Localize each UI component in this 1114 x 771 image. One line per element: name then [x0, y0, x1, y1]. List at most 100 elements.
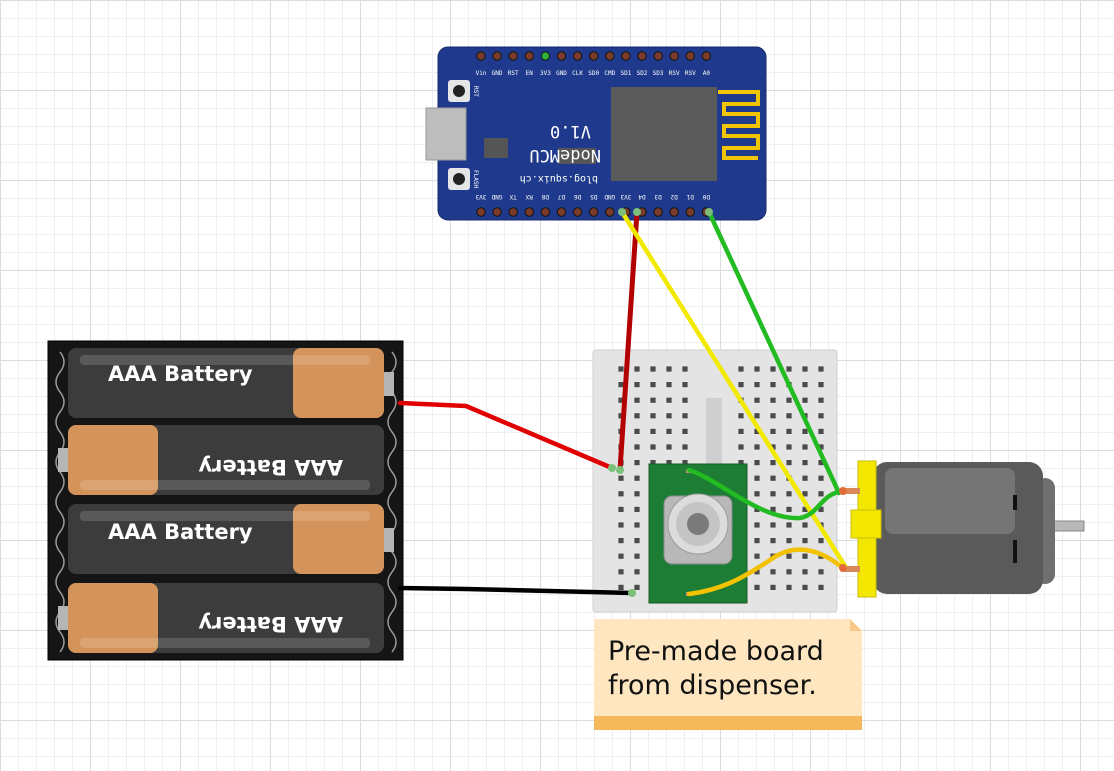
battery-negative-wire — [397, 585, 635, 596]
pin-label: SD2 — [637, 70, 648, 77]
breadboard-hole — [818, 538, 824, 544]
breadboard-hole — [802, 522, 808, 528]
breadboard-hole — [634, 397, 640, 403]
ir-sensor-icon — [663, 493, 733, 565]
pin-label: 3V3 — [540, 70, 551, 77]
breadboard-hole — [786, 491, 792, 497]
rst-button[interactable] — [448, 80, 470, 102]
breadboard-hole — [618, 569, 624, 575]
pin-label: CLK — [572, 70, 583, 77]
header-pin — [508, 51, 518, 61]
breadboard-hole — [618, 397, 624, 403]
note-line-1: Pre-made board — [608, 636, 824, 667]
breadboard-hole — [618, 506, 624, 512]
breadboard-hole — [634, 491, 640, 497]
breadboard-hole — [618, 413, 624, 419]
d1-green-wire — [706, 209, 842, 496]
nodemcu-version: V1.0 — [550, 121, 591, 141]
breadboard-hole — [754, 475, 760, 481]
breadboard-hole — [666, 428, 672, 434]
pin-label: D6 — [574, 193, 582, 200]
breadboard-hole — [802, 491, 808, 497]
breadboard-hole — [786, 397, 792, 403]
breadboard-hole — [634, 413, 640, 419]
pin-label: A0 — [703, 70, 711, 77]
header-pin — [572, 51, 583, 61]
breadboard-hole — [770, 444, 776, 450]
pin-label: GND — [492, 70, 503, 77]
note-line-2: from dispenser. — [608, 670, 817, 701]
breadboard-hole — [802, 460, 808, 466]
breadboard-hole — [682, 460, 688, 466]
breadboard-hole — [802, 366, 808, 372]
pin-label: 3V3 — [620, 193, 631, 200]
sensor-yellow-wire — [686, 547, 846, 597]
ir-sensor-board — [648, 463, 748, 604]
pin-label: D7 — [558, 193, 566, 200]
pin-label: Vin — [476, 70, 487, 77]
pin-label: D1 — [686, 193, 694, 200]
breadboard-hole — [682, 413, 688, 419]
breadboard-hole — [634, 382, 640, 388]
breadboard-hole — [818, 366, 824, 372]
pin-label: CMD — [604, 70, 615, 77]
flash-label: FLASH — [472, 170, 479, 188]
breadboard-hole — [754, 444, 760, 450]
breadboard-hole — [786, 584, 792, 590]
breadboard-hole — [770, 506, 776, 512]
header-pin — [669, 207, 679, 217]
breadboard-hole — [786, 444, 792, 450]
breadboard-hole — [650, 397, 656, 403]
header-pin — [621, 51, 631, 61]
pin-label: RSV — [669, 70, 680, 77]
breadboard-hole — [666, 444, 672, 450]
breadboard-hole — [770, 584, 776, 590]
pin-label: RST — [508, 70, 519, 77]
breadboard-hole — [634, 475, 640, 481]
breadboard-hole — [770, 569, 776, 575]
pin-label: D0 — [702, 193, 710, 200]
breadboard-hole — [770, 413, 776, 419]
battery-positive-wire — [397, 400, 615, 471]
pin-label: TX — [509, 193, 517, 200]
breadboard-hole — [634, 444, 640, 450]
breadboard-hole — [818, 444, 824, 450]
breadboard-hole — [818, 413, 824, 419]
header-pin — [540, 51, 551, 61]
breadboard-hole — [618, 553, 624, 559]
breadboard-hole — [770, 491, 776, 497]
breadboard-hole — [802, 584, 808, 590]
breadboard-hole — [770, 428, 776, 434]
battery-label: AAA Battery — [198, 455, 343, 479]
flash-button[interactable] — [448, 168, 470, 190]
breadboard-hole — [802, 553, 808, 559]
antenna-icon — [718, 90, 760, 160]
breadboard-hole — [618, 491, 624, 497]
breadboard-hole — [786, 538, 792, 544]
ground-yellow-wire — [619, 209, 848, 569]
header-pin — [556, 207, 567, 217]
battery-cell: AAA Battery — [58, 583, 384, 653]
pin-label: GND — [556, 70, 567, 77]
pin-label: RSV — [685, 70, 696, 77]
breadboard-hole — [682, 382, 688, 388]
breadboard-hole — [770, 366, 776, 372]
breadboard-hole — [618, 538, 624, 544]
breadboard-hole — [618, 522, 624, 528]
breadboard-hole — [786, 366, 792, 372]
breadboard-hole — [786, 522, 792, 528]
breadboard-hole — [754, 428, 760, 434]
breadboard-hole — [786, 460, 792, 466]
breadboard-hole — [754, 584, 760, 590]
breadboard-hole — [754, 397, 760, 403]
breadboard-hole — [802, 444, 808, 450]
breadboard-hole — [786, 413, 792, 419]
breadboard-hole — [666, 397, 672, 403]
breadboard-hole — [802, 475, 808, 481]
breadboard-hole — [802, 382, 808, 388]
battery-label: AAA Battery — [108, 362, 253, 386]
breadboard-hole — [650, 460, 656, 466]
pin-label: EN — [526, 70, 534, 77]
breadboard-hole — [682, 444, 688, 450]
